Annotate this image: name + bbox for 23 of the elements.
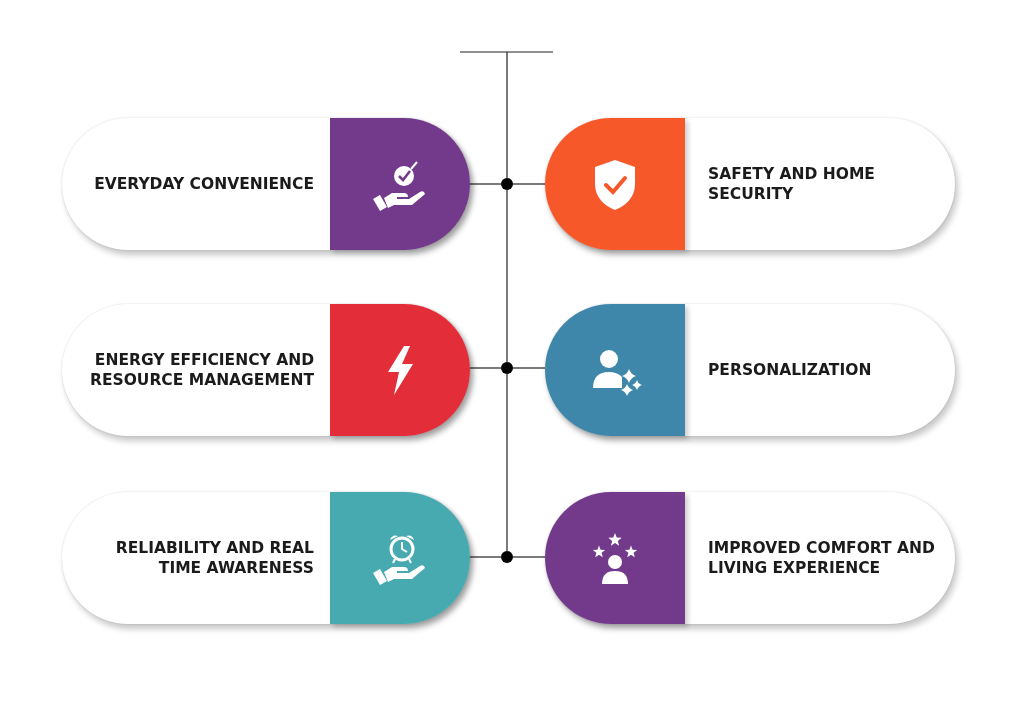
feature-pill (545, 492, 955, 624)
feature-pill (62, 118, 470, 250)
feature-pill (545, 118, 955, 250)
connector-line (506, 373, 508, 552)
feature-label: RELIABILITY AND REAL TIME AWARENESS (114, 537, 314, 579)
feature-label: SAFETY AND HOME SECURITY (708, 163, 876, 205)
connector-line (469, 183, 502, 185)
feature-pill (62, 492, 470, 624)
connector-line (506, 189, 508, 363)
feature-label: ENERGY EFFICIENCY AND RESOURCE MANAGEMENT (89, 349, 314, 391)
feature-pill (62, 304, 470, 436)
feature-pill (545, 304, 955, 436)
feature-label: EVERYDAY CONVENIENCE (94, 173, 314, 195)
timeline-dot (501, 362, 513, 374)
feature-label: IMPROVED COMFORT AND LIVING EXPERIENCE (708, 537, 936, 579)
timeline-dot (501, 551, 513, 563)
connector-line (469, 556, 502, 558)
feature-label: PERSONALIZATION (708, 359, 872, 381)
timeline-dot (501, 178, 513, 190)
connector-line (469, 367, 502, 369)
connector-line (512, 367, 546, 369)
connector-line (512, 556, 546, 558)
connector-line (512, 183, 546, 185)
